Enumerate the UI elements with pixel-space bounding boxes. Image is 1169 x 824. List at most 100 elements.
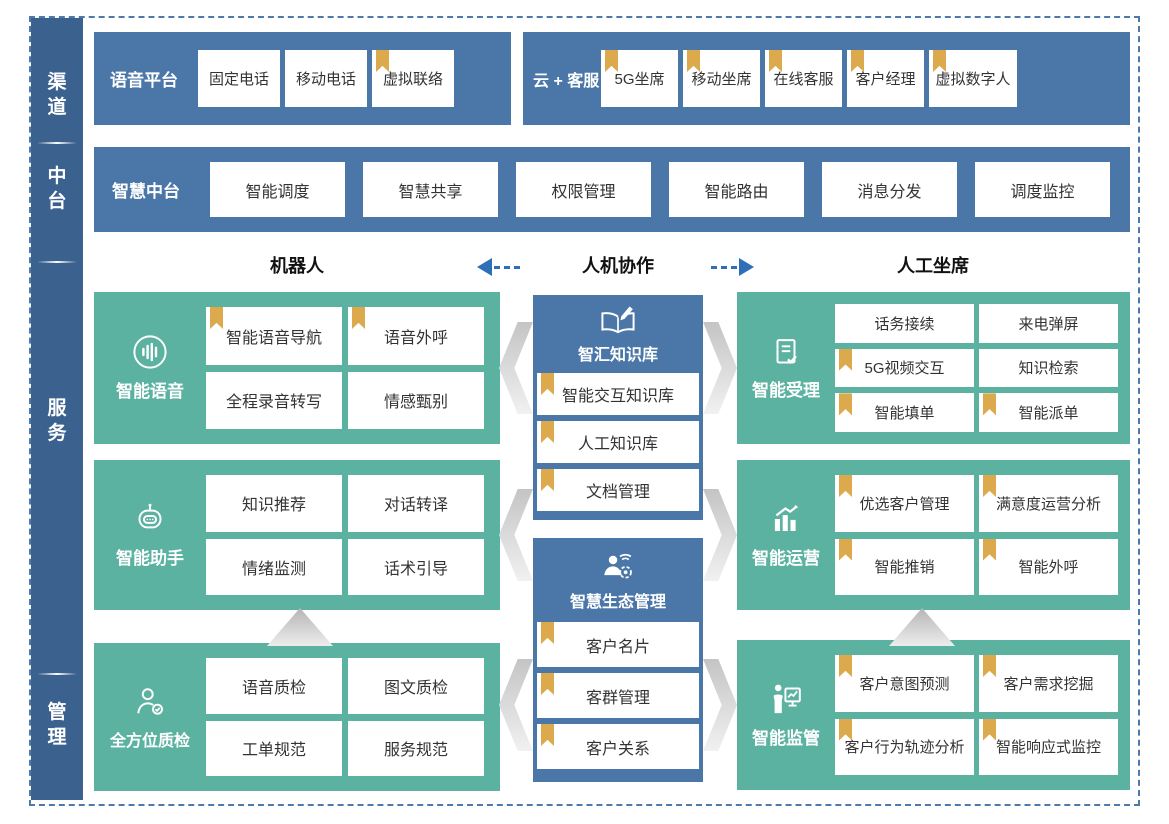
feature-box[interactable]: 智能派单 xyxy=(979,393,1118,432)
feature-box[interactable]: 客户需求挖掘 xyxy=(979,655,1118,712)
feature-box[interactable]: 图文质检 xyxy=(348,658,484,714)
feature-box[interactable]: 智能填单 xyxy=(835,393,974,432)
quality-inspector-icon xyxy=(132,684,168,720)
feature-box[interactable]: 语音质检 xyxy=(206,658,342,714)
sidebar-divider xyxy=(37,673,77,675)
channel-box[interactable]: 固定电话 xyxy=(198,50,280,107)
bookmark-icon xyxy=(933,50,946,72)
platform-box[interactable]: 智能调度 xyxy=(210,162,345,217)
platform-label: 权限管理 xyxy=(551,183,616,201)
channel-box[interactable]: 客户经理 xyxy=(847,50,924,107)
feature-box[interactable]: 工单规范 xyxy=(206,720,342,776)
channel-box[interactable]: 虚拟联络 xyxy=(372,50,454,107)
ecosystem-label: 客户名片 xyxy=(585,638,650,656)
knowledge-label: 智能交互知识库 xyxy=(561,388,674,405)
knowledge-base-block: 智汇知识库 智能交互知识库 人工知识库 文档管理 xyxy=(533,295,703,520)
platform-box[interactable]: 消息分发 xyxy=(822,162,957,217)
smart-operation-block: 智能运营 优选客户管理 满意度运营分析 智能推销 智能外呼 xyxy=(737,460,1130,610)
bookmark-icon xyxy=(541,724,554,746)
feature-box[interactable]: 情感甄别 xyxy=(348,371,484,429)
feature-box[interactable]: 语音外呼 xyxy=(348,307,484,365)
ecosystem-box[interactable]: 客群管理 xyxy=(537,673,699,718)
feature-box[interactable]: 客户行为轨迹分析 xyxy=(835,718,974,775)
channel-label: 虚拟数字人 xyxy=(935,71,1011,88)
robot-column-header: 机器人 xyxy=(270,256,324,276)
block-title: 智汇知识库 xyxy=(577,346,658,364)
channel-label: 移动坐席 xyxy=(691,71,752,88)
feature-box[interactable]: 知识推荐 xyxy=(206,475,342,532)
bookmark-icon xyxy=(851,50,864,72)
platform-label: 智能路由 xyxy=(704,183,769,201)
feature-box[interactable]: 知识检索 xyxy=(979,348,1118,388)
bookmark-icon xyxy=(541,622,554,644)
feature-box[interactable]: 满意度运营分析 xyxy=(979,475,1118,532)
agent-column-header: 人工坐席 xyxy=(897,256,969,276)
platform-box[interactable]: 智慧共享 xyxy=(363,162,498,217)
cloud-service-panel: 云 + 客服 5G坐席 移动坐席 在线客服 客户经理 虚拟数字人 xyxy=(523,32,1130,125)
feature-label: 客户需求挖掘 xyxy=(1003,675,1094,693)
bookmark-icon xyxy=(839,718,852,741)
bookmark-icon xyxy=(352,307,365,329)
feature-label: 语音质检 xyxy=(241,679,306,697)
feature-label: 图文质检 xyxy=(383,679,448,697)
bookmark-icon xyxy=(839,348,852,371)
channel-box[interactable]: 在线客服 xyxy=(765,50,842,107)
feature-label: 对话转译 xyxy=(383,497,448,515)
feature-label: 智能填单 xyxy=(874,405,935,423)
feature-box[interactable]: 智能响应式监控 xyxy=(979,718,1118,775)
bookmark-icon xyxy=(839,655,852,677)
channel-box[interactable]: 移动坐席 xyxy=(683,50,760,107)
feature-box[interactable]: 话务接续 xyxy=(835,304,974,343)
ecosystem-box[interactable]: 客户关系 xyxy=(537,724,699,769)
knowledge-box[interactable]: 人工知识库 xyxy=(537,421,699,463)
block-title: 全方位质检 xyxy=(109,732,190,750)
knowledge-label: 文档管理 xyxy=(585,484,650,501)
channel-label: 在线客服 xyxy=(773,71,834,88)
feature-box[interactable]: 全程录音转写 xyxy=(206,371,342,429)
feature-label: 智能推销 xyxy=(874,559,935,577)
feature-box[interactable]: 来电弹屏 xyxy=(979,304,1118,343)
bookmark-icon xyxy=(983,393,996,416)
feature-box[interactable]: 情绪监测 xyxy=(206,538,342,595)
channel-box[interactable]: 5G坐席 xyxy=(601,50,678,107)
feature-box[interactable]: 优选客户管理 xyxy=(835,475,974,532)
feature-box[interactable]: 客户意图预测 xyxy=(835,655,974,712)
platform-label: 调度监控 xyxy=(1010,183,1075,201)
feature-box[interactable]: 服务规范 xyxy=(348,720,484,776)
feature-box[interactable]: 智能推销 xyxy=(835,538,974,595)
feature-box[interactable]: 智能外呼 xyxy=(979,538,1118,595)
bookmark-icon xyxy=(983,475,996,497)
feature-label: 知识推荐 xyxy=(241,497,306,515)
platform-label: 智慧共享 xyxy=(398,183,463,201)
platform-label: 消息分发 xyxy=(857,183,922,201)
voice-platform-title: 语音平台 xyxy=(110,71,178,90)
feature-box[interactable]: 智能语音导航 xyxy=(206,307,342,365)
sidebar-item-middle: 中台 xyxy=(47,166,67,212)
feature-label: 客户意图预测 xyxy=(859,675,950,693)
ecosystem-box[interactable]: 客户名片 xyxy=(537,622,699,667)
bookmark-icon xyxy=(839,538,852,561)
knowledge-box[interactable]: 文档管理 xyxy=(537,469,699,511)
middle-platform-panel: 智慧中台 智能调度 智慧共享 权限管理 智能路由 消息分发 调度监控 xyxy=(94,147,1130,232)
platform-box[interactable]: 调度监控 xyxy=(975,162,1110,217)
platform-box[interactable]: 智能路由 xyxy=(669,162,804,217)
feature-label: 满意度运营分析 xyxy=(995,495,1101,513)
feature-box[interactable]: 话术引导 xyxy=(348,538,484,595)
block-title: 智能助手 xyxy=(116,549,184,568)
channel-label: 固定电话 xyxy=(208,71,269,88)
bookmark-icon xyxy=(605,50,618,72)
feature-label: 知识检索 xyxy=(1018,360,1079,378)
ecosystem-management-block: 智慧生态管理 客户名片 客群管理 客户关系 xyxy=(533,538,703,782)
feature-box[interactable]: 5G视频交互 xyxy=(835,348,974,388)
feature-box[interactable]: 对话转译 xyxy=(348,475,484,532)
knowledge-box[interactable]: 智能交互知识库 xyxy=(537,373,699,415)
channel-box[interactable]: 虚拟数字人 xyxy=(929,50,1017,107)
bookmark-icon xyxy=(983,718,996,741)
bookmark-icon xyxy=(376,50,389,72)
channel-box[interactable]: 移动电话 xyxy=(285,50,367,107)
bookmark-icon xyxy=(983,538,996,561)
platform-box[interactable]: 权限管理 xyxy=(516,162,651,217)
supervision-board-icon xyxy=(768,681,804,717)
arrow-left-icon xyxy=(477,258,522,276)
block-title: 智能受理 xyxy=(752,381,820,400)
